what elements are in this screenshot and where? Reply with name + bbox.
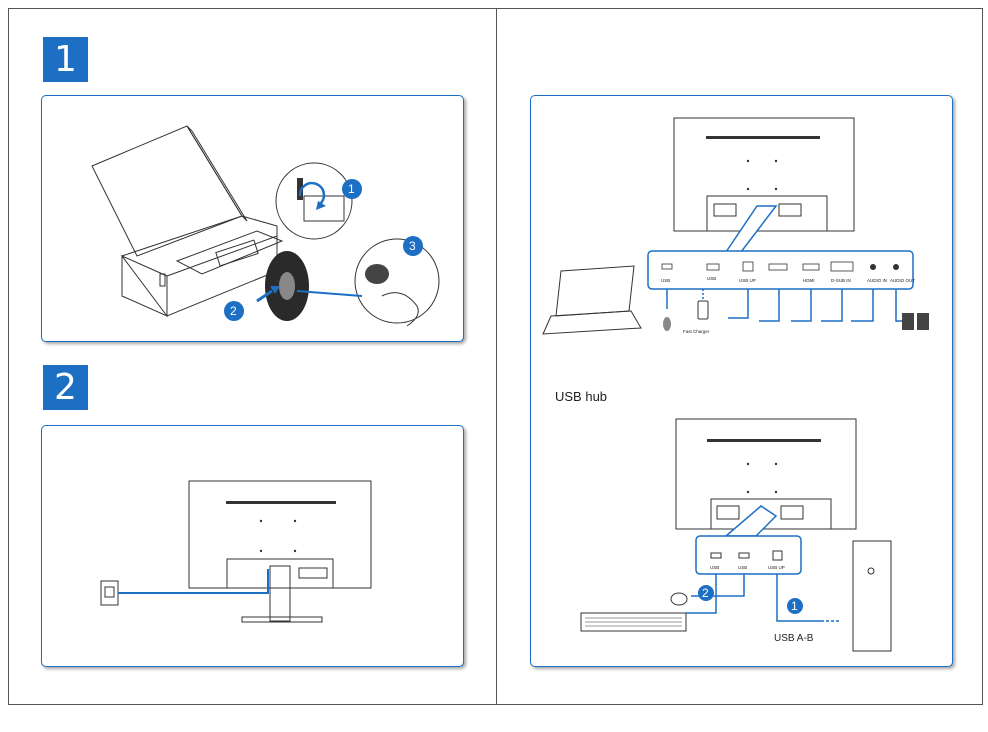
callout-2 bbox=[224, 301, 244, 321]
port-audio-in-label: AUDIO IN bbox=[867, 278, 887, 283]
stand-assembly-illustration: 1 2 3 bbox=[91, 125, 440, 327]
laptop-icon bbox=[542, 265, 642, 335]
callout-2-label: 2 bbox=[230, 304, 237, 318]
usb-hub-title: USB hub bbox=[555, 389, 608, 404]
speaker-left-icon bbox=[902, 313, 914, 330]
fast-charger-label: Fast Charger bbox=[683, 329, 710, 334]
callout-3 bbox=[403, 236, 423, 256]
callout-1 bbox=[342, 179, 362, 199]
port-usb-label: USB bbox=[661, 278, 670, 283]
power-connection-panel bbox=[41, 425, 464, 667]
callout-3-label: 3 bbox=[409, 239, 416, 253]
speaker-right-icon bbox=[917, 313, 929, 330]
hub-callout-1 bbox=[787, 598, 803, 614]
hub-usb1-label: USB bbox=[710, 565, 719, 570]
connections-illustration: USB USB USB UP HDMI D-SUB IN AUDIO IN AU… bbox=[542, 117, 929, 652]
power-cable bbox=[118, 569, 269, 594]
zoom-circle-knob bbox=[354, 238, 440, 324]
phone-icon bbox=[697, 300, 709, 320]
port-audio-out-label: AUDIO OUT bbox=[890, 278, 915, 283]
stand-assembly-panel: 1 2 3 bbox=[41, 95, 464, 342]
mouse-icon bbox=[670, 592, 688, 606]
step-1-badge: 1 bbox=[43, 37, 88, 82]
callout-1-label: 1 bbox=[348, 182, 355, 196]
hub-callout-2 bbox=[698, 585, 714, 601]
port-usb-up-label: USB UP bbox=[739, 278, 756, 283]
monitor-back-shape bbox=[188, 480, 372, 589]
port-usb-charge-label: USB bbox=[707, 276, 716, 281]
usb-ab-label: USB A-B bbox=[774, 633, 814, 644]
power-connection-illustration bbox=[100, 480, 372, 623]
tower-pc-icon bbox=[852, 540, 892, 652]
column-divider bbox=[496, 8, 497, 704]
wall-outlet-shape bbox=[100, 580, 119, 606]
hub-callout-2-label: 2 bbox=[702, 586, 709, 600]
connections-panel: USB USB USB UP HDMI D-SUB IN AUDIO IN AU… bbox=[530, 95, 953, 667]
page-frame bbox=[8, 8, 983, 705]
zoom-circle-screw bbox=[275, 162, 353, 240]
step-2-badge: 2 bbox=[43, 365, 88, 410]
port-dsub-label: D-SUB IN bbox=[831, 278, 851, 283]
port-hdmi-label: HDMI bbox=[803, 278, 815, 283]
hub-callout-1-label: 1 bbox=[791, 599, 798, 613]
hub-usb-up-label: USB UP bbox=[768, 565, 785, 570]
usb-stick-icon bbox=[663, 317, 671, 331]
hub-usb2-label: USB bbox=[738, 565, 747, 570]
